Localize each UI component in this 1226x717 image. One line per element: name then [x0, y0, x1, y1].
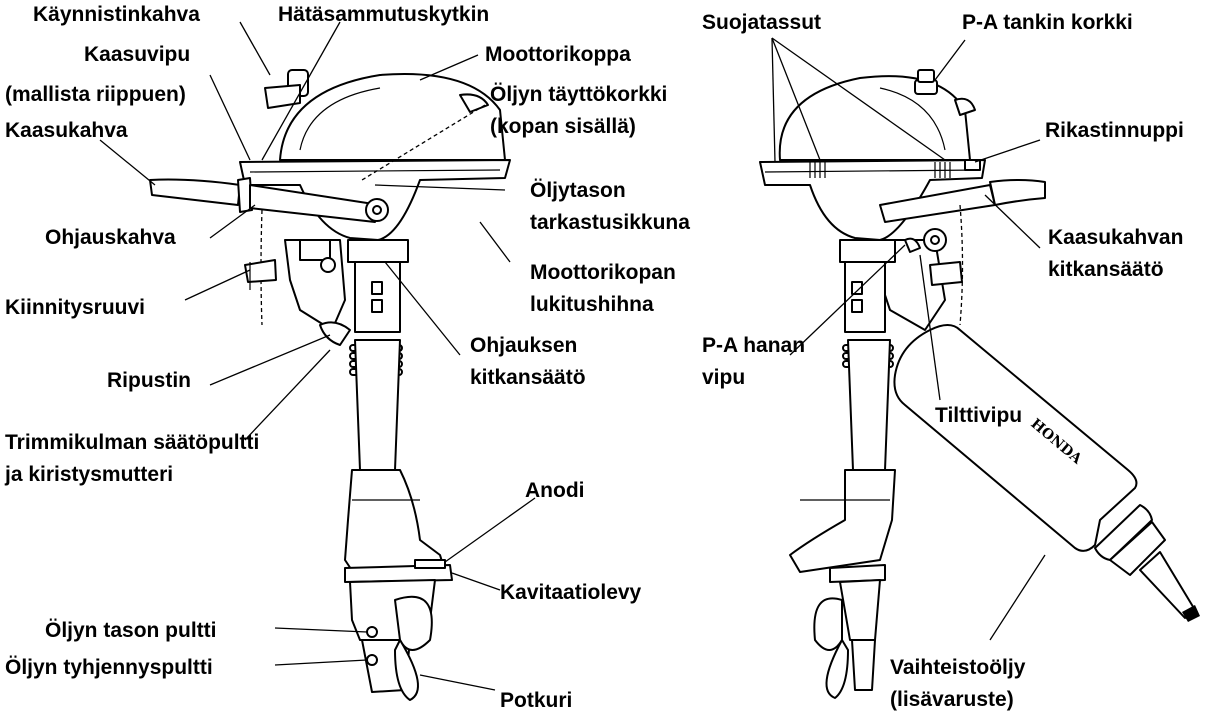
- label-kaasukahvan-line2: kitkansäätö: [1048, 257, 1183, 282]
- label-kaasuvipu: Kaasuvipu: [84, 42, 190, 67]
- label-trimmi-line1: Trimmikulman säätöpultti: [5, 430, 259, 455]
- label-ripustin: Ripustin: [107, 368, 191, 393]
- label-oljyn-taytto-line1: Öljyn täyttökorkki: [490, 82, 667, 107]
- label-kaasukahvan-line1: Kaasukahvan: [1048, 225, 1183, 250]
- label-vaihteisto-line2: (lisävaruste): [890, 687, 1025, 712]
- label-kiinnitysruuvi: Kiinnitysruuvi: [5, 295, 145, 320]
- gear-oil-tube: HONDA: [894, 325, 1200, 622]
- label-oljytason: Öljytason tarkastusikkuna: [530, 178, 690, 235]
- label-trimmi-line2: ja kiristysmutteri: [5, 462, 259, 487]
- label-kaasuvipu-note: (mallista riippuen): [5, 82, 186, 107]
- label-vaihteistooljy: Vaihteistoöljy (lisävaruste): [890, 655, 1025, 712]
- label-lukitushihna: Moottorikopan lukitushihna: [530, 260, 676, 317]
- label-ohjauksen-kitka: Ohjauksen kitkansäätö: [470, 333, 586, 390]
- label-tankin-korkki: P-A tankin korkki: [962, 10, 1133, 35]
- label-oljyn-taytto: Öljyn täyttökorkki (kopan sisällä): [490, 82, 667, 139]
- label-kavitaatiolevy: Kavitaatiolevy: [500, 580, 641, 605]
- label-ohjauskahva: Ohjauskahva: [45, 225, 176, 250]
- label-tyhjennyspultti: Öljyn tyhjennyspultti: [5, 655, 213, 680]
- label-vaihteisto-line1: Vaihteistoöljy: [890, 655, 1025, 680]
- label-kaasukahva: Kaasukahva: [5, 118, 128, 143]
- label-oljyn-taytto-line2: (kopan sisällä): [490, 114, 667, 139]
- label-ohjauksen-line2: kitkansäätö: [470, 365, 586, 390]
- label-suojatassut: Suojatassut: [702, 10, 821, 35]
- label-hanan-line2: vipu: [702, 365, 805, 390]
- label-tilttivipu: Tilttivipu: [935, 403, 1022, 428]
- label-anodi: Anodi: [525, 478, 584, 503]
- label-lukitushihna-line1: Moottorikopan: [530, 260, 676, 285]
- label-lukitushihna-line2: lukitushihna: [530, 292, 676, 317]
- label-hanan-line1: P-A hanan: [702, 333, 805, 358]
- label-kaynnistinkahva: Käynnistinkahva: [33, 2, 200, 27]
- label-trimmi: Trimmikulman säätöpultti ja kiristysmutt…: [5, 430, 259, 487]
- label-rikastinnuppi: Rikastinnuppi: [1045, 118, 1184, 143]
- label-moottorikoppa: Moottorikoppa: [485, 42, 631, 67]
- label-oljytason-line2: tarkastusikkuna: [530, 210, 690, 235]
- label-oljyn-tason-pultti: Öljyn tason pultti: [45, 618, 217, 643]
- outboard-motor-left-view: [150, 70, 510, 700]
- label-ohjauksen-line1: Ohjauksen: [470, 333, 586, 358]
- label-potkuri: Potkuri: [500, 688, 572, 713]
- label-kaasukahvan-kitka: Kaasukahvan kitkansäätö: [1048, 225, 1183, 282]
- label-hatasammutuskytkin: Hätäsammutuskytkin: [278, 2, 489, 27]
- label-oljytason-line1: Öljytason: [530, 178, 690, 203]
- label-hanan-vipu: P-A hanan vipu: [702, 333, 805, 390]
- label-kaasuvipu-line1: Kaasuvipu: [84, 42, 190, 67]
